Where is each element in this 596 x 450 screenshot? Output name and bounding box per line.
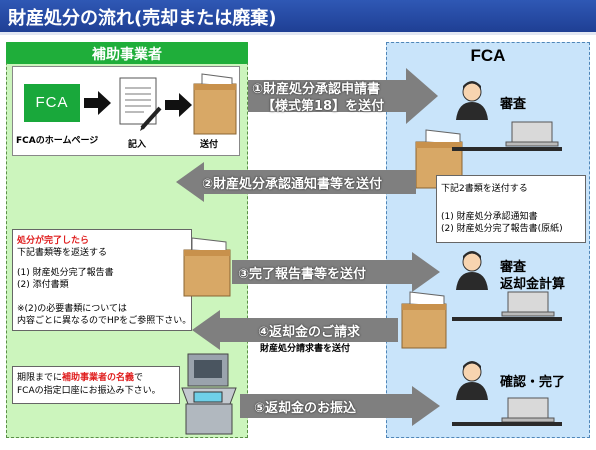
homepage-label: FCAのホームページ	[16, 136, 99, 146]
left-panel-title: 補助事業者	[92, 47, 162, 63]
title-underline	[0, 32, 596, 35]
arrow-2-left	[176, 162, 416, 202]
step-arrow-2	[165, 93, 192, 117]
send-label: 送付	[200, 140, 219, 150]
arrow-4-left	[192, 310, 398, 350]
arrow-1-right	[248, 68, 438, 124]
review-2-label: 審査	[500, 260, 527, 275]
atm-icon	[181, 353, 237, 435]
fill-label: 記入	[128, 140, 147, 150]
arrow-5-label: ⑤返却金のお振込	[254, 401, 357, 416]
return-callout-line1: 下記書類等を返送する	[17, 248, 108, 258]
desk-1	[452, 147, 562, 151]
arrow-2-label: ②財産処分承認通知書等を送付	[202, 177, 383, 192]
fca-logo-text: FCA	[35, 94, 69, 111]
arrow-5-right	[240, 386, 440, 426]
envelope-left-2-icon	[183, 237, 231, 297]
payment-callout-line2: FCAの指定口座にお振込み下さい。	[17, 386, 161, 396]
payment-callout-line1: 期限までに補助事業者の名義で	[17, 372, 143, 384]
fca-staff-1-icon	[456, 81, 488, 120]
return-callout-note2: 内容ごとに異なるのでHPをご参照下さい。	[17, 316, 192, 326]
form-document-icon	[119, 77, 162, 131]
send-documents-callout	[436, 175, 586, 243]
step-arrow-1	[84, 91, 111, 115]
fca-logo	[24, 84, 80, 122]
refund-calc-label: 返却金計算	[500, 277, 566, 292]
arrow-3-label: ③完了報告書等を送付	[238, 267, 367, 282]
confirm-complete-label: 確認・完了	[500, 375, 566, 390]
laptop-1-icon	[505, 121, 559, 147]
fca-staff-3-icon	[456, 361, 488, 400]
fca-staff-2-icon	[456, 251, 488, 290]
send-callout-line1: 下記2書類を送付する	[441, 184, 528, 194]
right-panel-title: FCA	[470, 46, 506, 65]
arrow-1-label-line2: 【様式第18】を送付	[262, 99, 385, 114]
return-callout-item2: (2) 添付書類	[17, 280, 69, 290]
desk-2	[452, 317, 562, 321]
payment-callout	[12, 366, 180, 404]
return-callout-heading: 処分が完了したら	[17, 236, 90, 246]
desk-3	[452, 422, 562, 426]
title-bar	[0, 0, 596, 32]
return-callout-item1: (1) 財産処分完了報告書	[17, 268, 114, 278]
arrow-4-label: ④返却金のご請求	[258, 325, 361, 340]
review-label: 審査	[500, 97, 527, 112]
arrow-4-sublabel: 財産処分請求書を送付	[260, 344, 351, 354]
return-documents-callout	[12, 229, 192, 331]
payment-line1-red: 補助事業者の名義	[62, 373, 135, 383]
envelope-icon	[193, 73, 237, 135]
send-callout-item2: (2) 財産処分完了報告書(原紙)	[441, 224, 563, 234]
laptop-2-icon	[501, 291, 555, 317]
page-title: 財産処分の流れ(売却または廃棄)	[8, 8, 277, 29]
payment-line1-pre: 期限までに	[17, 373, 63, 383]
payment-line1-post: で	[134, 373, 144, 383]
laptop-3-icon	[501, 397, 555, 423]
left-panel-header	[6, 42, 248, 64]
arrow-3-right	[232, 252, 440, 292]
arrow-1-label-line1: ①財産処分承認申請書	[252, 82, 381, 97]
return-callout-note1: ※(2)の必要書類については	[17, 304, 127, 314]
send-callout-item1: (1) 財産処分承認通知書	[441, 212, 538, 222]
envelope-right-2-icon	[401, 291, 447, 349]
